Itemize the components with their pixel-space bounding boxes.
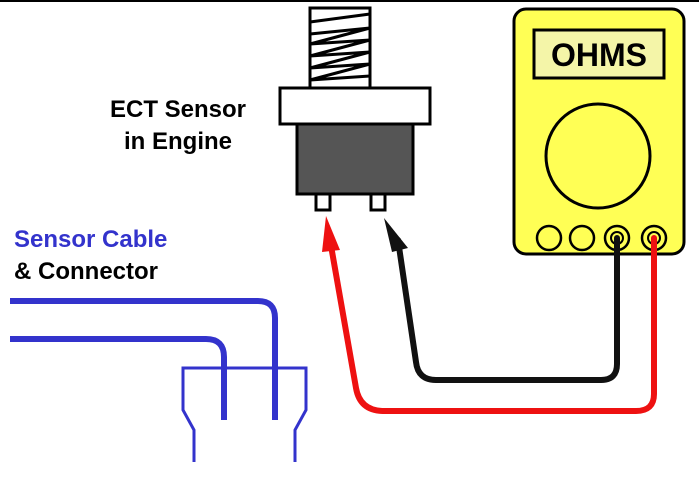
negative-test-lead [395, 235, 620, 383]
sensor-threads [309, 12, 371, 82]
cable-wire-inner [10, 336, 227, 420]
ect-sensor [278, 6, 432, 212]
negative-lead-arrow-icon [384, 218, 408, 252]
cable-label-line2: & Connector [14, 258, 158, 285]
meter-jack-1 [535, 224, 563, 252]
cable-connector-shell [181, 366, 308, 462]
multimeter: OHMS [512, 7, 686, 256]
meter-selector-dial[interactable] [544, 102, 652, 210]
sensor-cable-connector [10, 298, 308, 462]
meter-jack-2 [568, 224, 596, 252]
cable-label-line1: Sensor Cable [14, 226, 167, 253]
positive-test-lead [327, 235, 657, 414]
sensor-pin-right [369, 192, 387, 212]
sensor-connector-body [295, 122, 415, 196]
meter-display-text: OHMS [551, 37, 647, 73]
sensor-pin-left [314, 192, 332, 212]
meter-display [532, 28, 666, 80]
cable-wire-outer [10, 298, 278, 420]
sensor-hex-nut [278, 86, 432, 126]
sensor-label-line1: ECT Sensor [110, 96, 246, 123]
positive-lead-arrow-icon [322, 216, 340, 252]
sensor-label-line2: in Engine [124, 128, 232, 155]
